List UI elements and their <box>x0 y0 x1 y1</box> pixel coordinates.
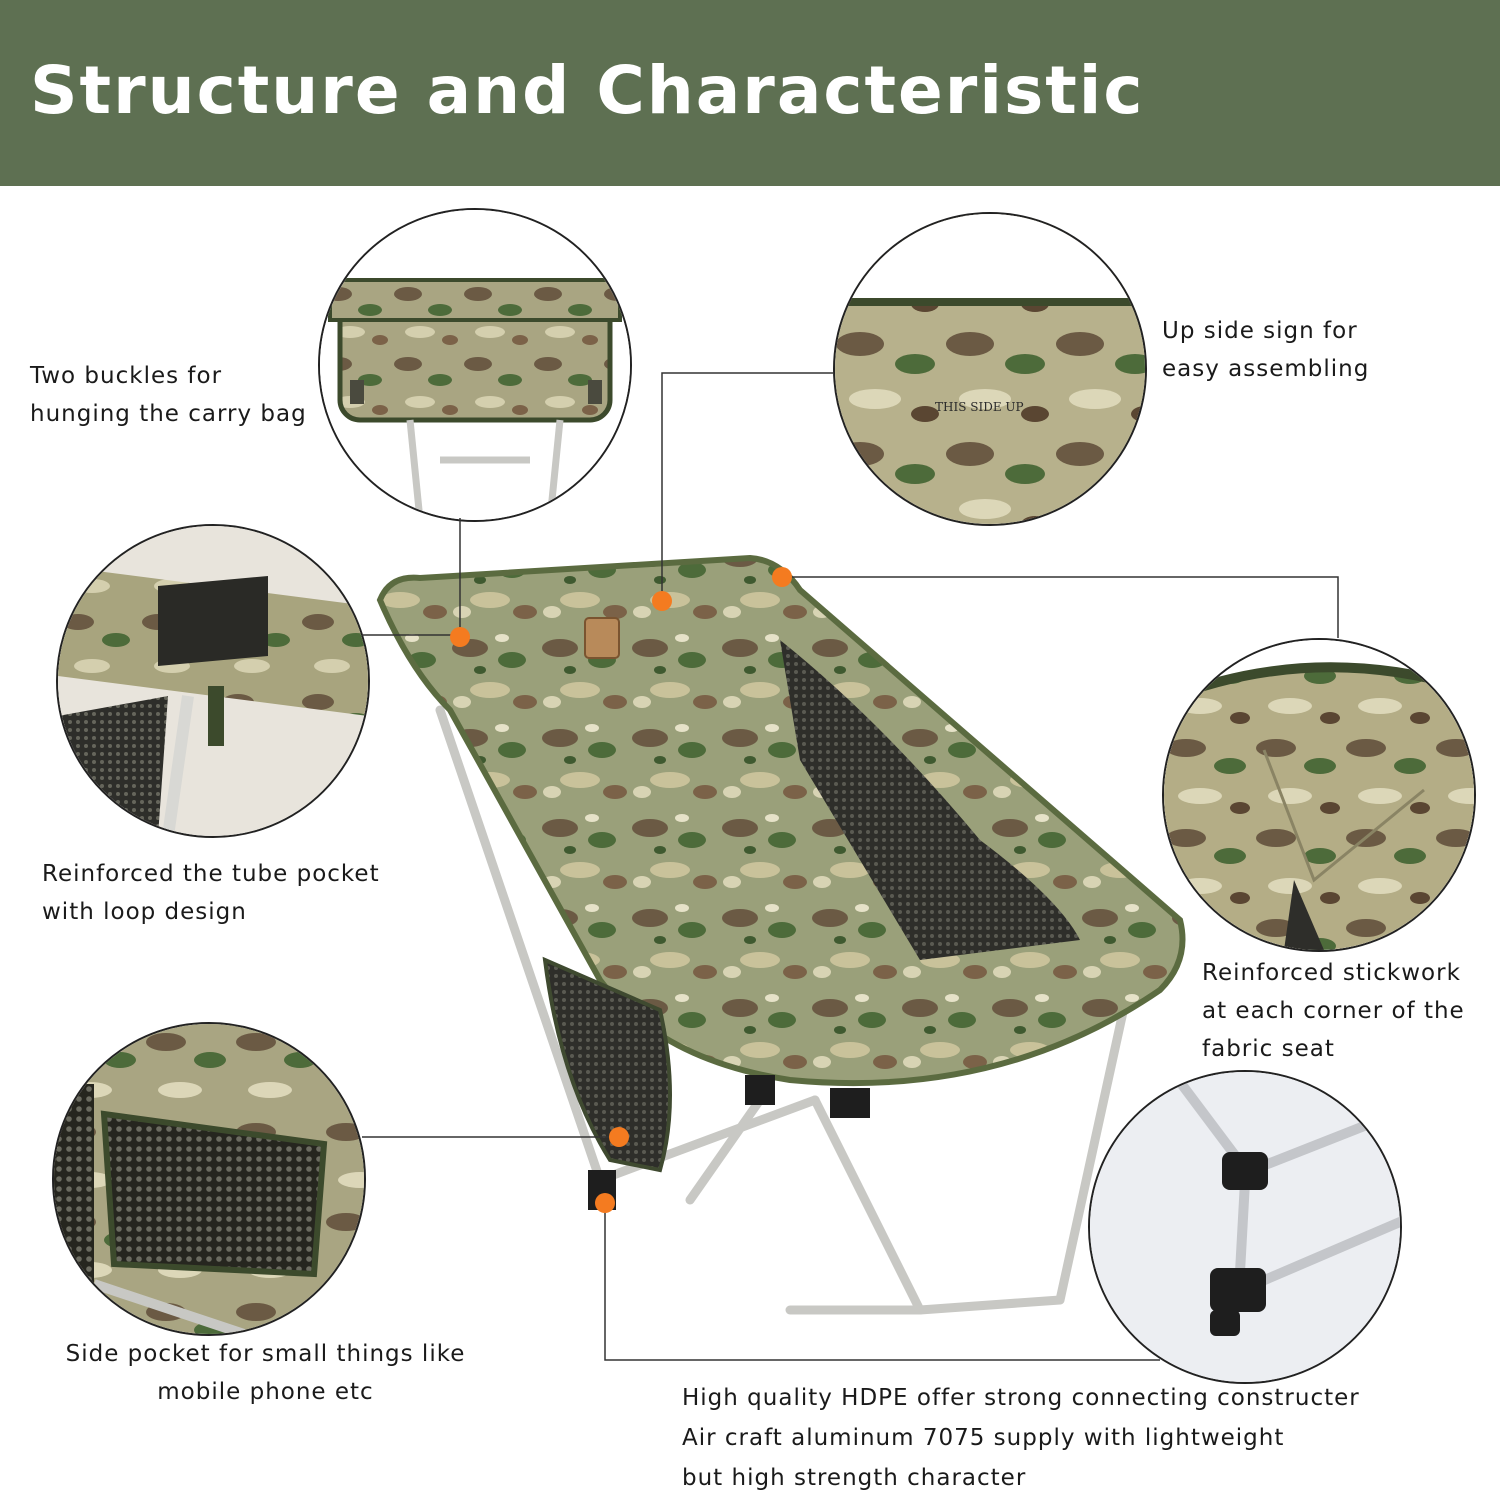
joint-detail-drawing <box>1090 1072 1400 1382</box>
detail-side-pocket-circle <box>52 1022 366 1336</box>
detail-joint-circle <box>1088 1070 1402 1384</box>
camp-chair-image <box>360 540 1210 1360</box>
buckles-detail-drawing <box>320 210 630 520</box>
detail-up-side-circle: THIS SIDE UP <box>833 212 1147 526</box>
caption-line: Up side sign for <box>1162 318 1358 344</box>
detail-buckles-circle <box>318 208 632 522</box>
caption-hdpe: High quality HDPE offer strong connectin… <box>682 1378 1360 1498</box>
caption-line: but high strength character <box>682 1465 1027 1491</box>
caption-line: Air craft aluminum 7075 supply with ligh… <box>682 1425 1285 1451</box>
caption-line: with loop design <box>42 899 247 925</box>
caption-line: Reinforced stickwork <box>1202 960 1461 986</box>
caption-line: Two buckles for <box>30 363 223 389</box>
caption-line: hunging the carry bag <box>30 401 307 427</box>
detail-tube-pocket-circle <box>56 524 370 838</box>
caption-buckles: Two buckles for hunging the carry bag <box>30 357 307 433</box>
caption-side-pocket: Side pocket for small things like mobile… <box>48 1335 483 1411</box>
up-side-detail-drawing: THIS SIDE UP <box>835 214 1145 524</box>
caption-line: Reinforced the tube pocket <box>42 861 380 887</box>
caption-line: mobile phone etc <box>157 1379 374 1405</box>
page-title: Structure and Characteristic <box>30 52 1145 129</box>
camp-chair-drawing <box>376 554 1186 1315</box>
caption-stickwork: Reinforced stickwork at each corner of t… <box>1202 954 1465 1068</box>
caption-line: fabric seat <box>1202 1036 1335 1062</box>
caption-line: at each corner of the <box>1202 998 1465 1024</box>
caption-line: Side pocket for small things like <box>65 1341 466 1367</box>
header-banner: Structure and Characteristic <box>0 0 1500 186</box>
side-pocket-detail-drawing <box>54 1024 364 1334</box>
stickwork-detail-drawing <box>1164 640 1474 950</box>
caption-line: High quality HDPE offer strong connectin… <box>682 1385 1360 1411</box>
detail-stickwork-circle <box>1162 638 1476 952</box>
caption-up-side: Up side sign for easy assembling <box>1162 312 1369 388</box>
caption-line: easy assembling <box>1162 356 1370 382</box>
caption-tube-pocket: Reinforced the tube pocket with loop des… <box>42 855 380 931</box>
tube-pocket-detail-drawing <box>58 526 368 836</box>
this-side-up-sign: THIS SIDE UP <box>935 400 1024 414</box>
